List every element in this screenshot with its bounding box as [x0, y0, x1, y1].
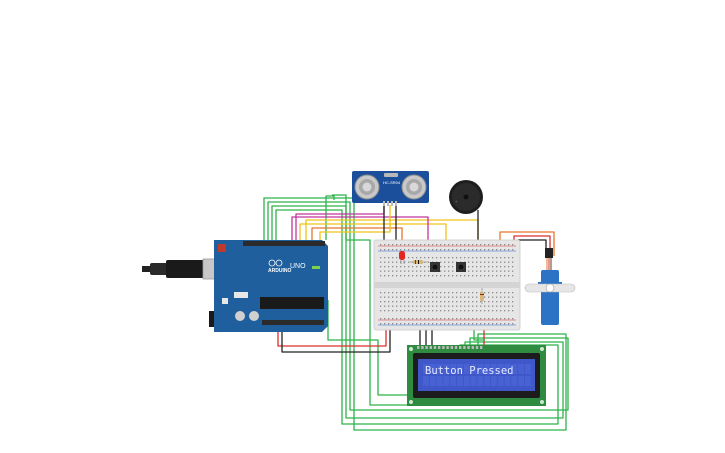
resistor-1[interactable]: [408, 260, 428, 264]
analog-power-header[interactable]: [262, 320, 324, 325]
arduino-model: UNO: [290, 263, 306, 270]
servo-motor[interactable]: [524, 248, 576, 325]
lcd-message: Button Pressed: [425, 365, 514, 377]
wire-green-1[interactable]: [267, 201, 569, 411]
digital-header[interactable]: [243, 241, 325, 246]
lcd-display[interactable]: Button Pressed: [407, 345, 546, 406]
piezo-buzzer[interactable]: +: [449, 180, 483, 214]
wire-green-2[interactable]: [271, 205, 564, 419]
lcd-character-cells: [423, 364, 531, 386]
capacitor-2: [249, 311, 259, 321]
breadboard[interactable]: [373, 239, 521, 331]
arduino-uno-board[interactable]: ARDUINO UNO: [142, 240, 328, 332]
svg-text:+: +: [455, 199, 458, 204]
atmega-chip: [260, 297, 324, 309]
wire-green-4[interactable]: [263, 197, 567, 431]
wire-black-1[interactable]: [281, 326, 391, 353]
resistor-2[interactable]: [480, 288, 484, 304]
push-button-2[interactable]: [456, 262, 466, 272]
wire-red-1[interactable]: [277, 326, 387, 347]
push-button-1[interactable]: [430, 262, 440, 272]
red-led[interactable]: [399, 251, 405, 264]
wires: [263, 194, 569, 431]
ultrasonic-sensor[interactable]: HC-SR04: [352, 171, 429, 206]
capacitor-1: [235, 311, 245, 321]
reset-button[interactable]: [218, 244, 226, 252]
lcd-pin-header: [417, 346, 483, 349]
wire-orange-2[interactable]: [499, 231, 555, 256]
arduino-brand: ARDUINO: [268, 268, 291, 274]
wire-green-6[interactable]: [325, 195, 335, 240]
usb-cable: [142, 266, 152, 272]
wire-yellow-3[interactable]: [319, 205, 391, 242]
ultrasonic-label: HC-SR04: [383, 180, 401, 185]
